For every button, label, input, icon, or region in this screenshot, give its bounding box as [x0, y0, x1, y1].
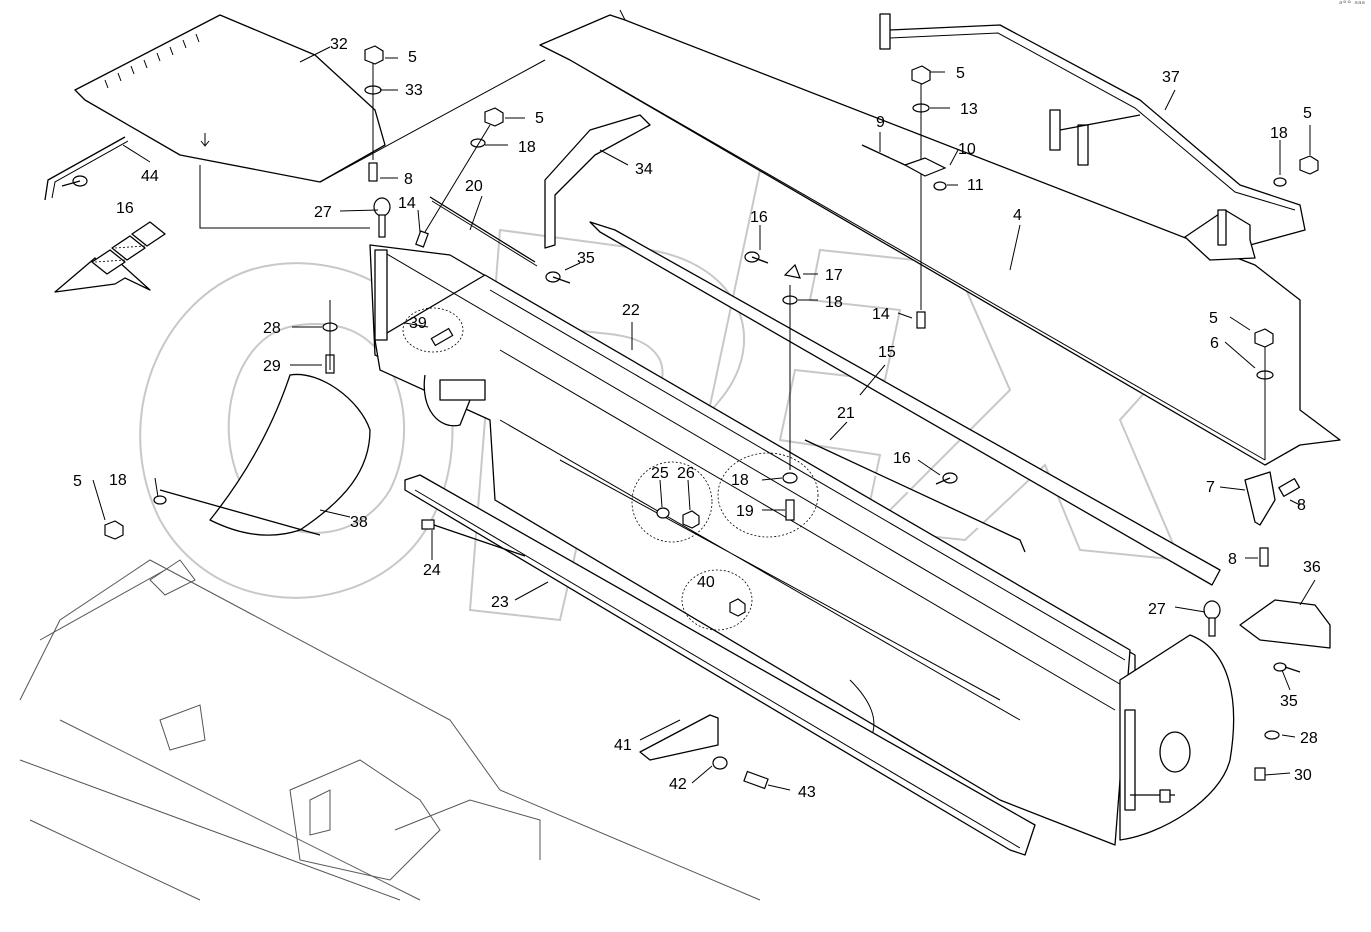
callout-21: 21: [837, 405, 855, 422]
callout-24: 24: [423, 562, 441, 579]
callout-5: 5: [73, 473, 82, 490]
callout-20: 20: [465, 178, 483, 195]
callout-16: 16: [750, 209, 768, 226]
callout-15: 15: [878, 344, 896, 361]
callout-9: 9: [876, 114, 885, 131]
callout-5: 5: [956, 65, 965, 82]
callout-14: 14: [872, 306, 890, 323]
part-21-rod: [804, 439, 1026, 553]
callout-41: 41: [614, 737, 632, 754]
callout-leaders: [92, 46, 1316, 791]
callout-43: 43: [798, 784, 816, 801]
callout-22: 22: [622, 302, 640, 319]
callout-18: 18: [1270, 125, 1288, 142]
callout-11: 11: [967, 177, 984, 194]
callout-23: 23: [491, 594, 509, 611]
part-7-bracket: [1244, 471, 1301, 526]
part-36-cover: [1239, 599, 1331, 649]
part-44-rod: [44, 136, 129, 201]
part-22-main-housing: [369, 244, 1235, 846]
callout-6: 6: [1210, 335, 1219, 352]
callout-35: 35: [577, 250, 595, 267]
callout-28: 28: [263, 320, 281, 337]
callout-16: 16: [893, 450, 911, 467]
callout-18: 18: [825, 294, 843, 311]
callout-44: 44: [141, 168, 159, 185]
callout-16: 16: [116, 200, 134, 217]
callout-40: 40: [697, 574, 715, 591]
callout-37: 37: [1162, 69, 1180, 86]
direction-arrow-icon: [54, 221, 166, 293]
part-15-strip: [589, 221, 1221, 586]
callout-25: 25: [651, 465, 669, 482]
callout-13: 13: [960, 101, 978, 118]
frame-lines: [199, 59, 546, 229]
callout-36: 36: [1303, 559, 1321, 576]
callout-5: 5: [1209, 310, 1218, 327]
hardware-fasteners: [61, 45, 1319, 790]
part-37-handle-frame: [879, 13, 1306, 261]
callout-labels: 32 5 33 44 16 8 27 5 18 34 14 20 35 5 13…: [73, 36, 1321, 801]
callout-10: 10: [958, 141, 976, 158]
part-34-bracket: [544, 114, 651, 249]
callout-26: 26: [677, 465, 695, 482]
callout-14: 14: [398, 195, 416, 212]
nut-icon: [364, 45, 384, 65]
callout-5: 5: [535, 110, 544, 127]
part-4-top-cover: [539, 9, 1341, 466]
part-20-rod: [429, 196, 538, 267]
part-41-bracket: [639, 714, 719, 761]
part-32-guard-plate: [74, 14, 386, 183]
callout-8: 8: [1297, 497, 1306, 514]
callout-39: 39: [409, 315, 427, 332]
callout-8: 8: [1228, 551, 1237, 568]
corner-mark: ᵃ°° ᵃᵃᵃ: [1339, 0, 1365, 10]
part-38-shield: [159, 373, 371, 536]
callout-42: 42: [669, 776, 687, 793]
callout-29: 29: [263, 358, 281, 375]
callout-18: 18: [518, 139, 536, 156]
callout-5: 5: [408, 49, 417, 66]
callout-5: 5: [1303, 105, 1312, 122]
callout-32: 32: [330, 36, 348, 53]
callout-4: 4: [1013, 207, 1022, 224]
callout-8: 8: [404, 171, 413, 188]
callout-7: 7: [1206, 479, 1215, 496]
callout-27: 27: [1148, 601, 1166, 618]
callout-38: 38: [350, 514, 368, 531]
callout-35: 35: [1280, 693, 1298, 710]
part-23-angle-bar: [404, 474, 1036, 856]
callout-28: 28: [1300, 730, 1318, 747]
callout-19: 19: [736, 503, 754, 520]
callout-17: 17: [825, 267, 843, 284]
callout-34: 34: [635, 161, 653, 178]
callout-18: 18: [109, 472, 127, 489]
callout-27: 27: [314, 204, 332, 221]
callout-33: 33: [405, 82, 423, 99]
background-header-machine: [19, 559, 761, 901]
callout-18: 18: [731, 472, 749, 489]
callout-30: 30: [1294, 767, 1312, 784]
